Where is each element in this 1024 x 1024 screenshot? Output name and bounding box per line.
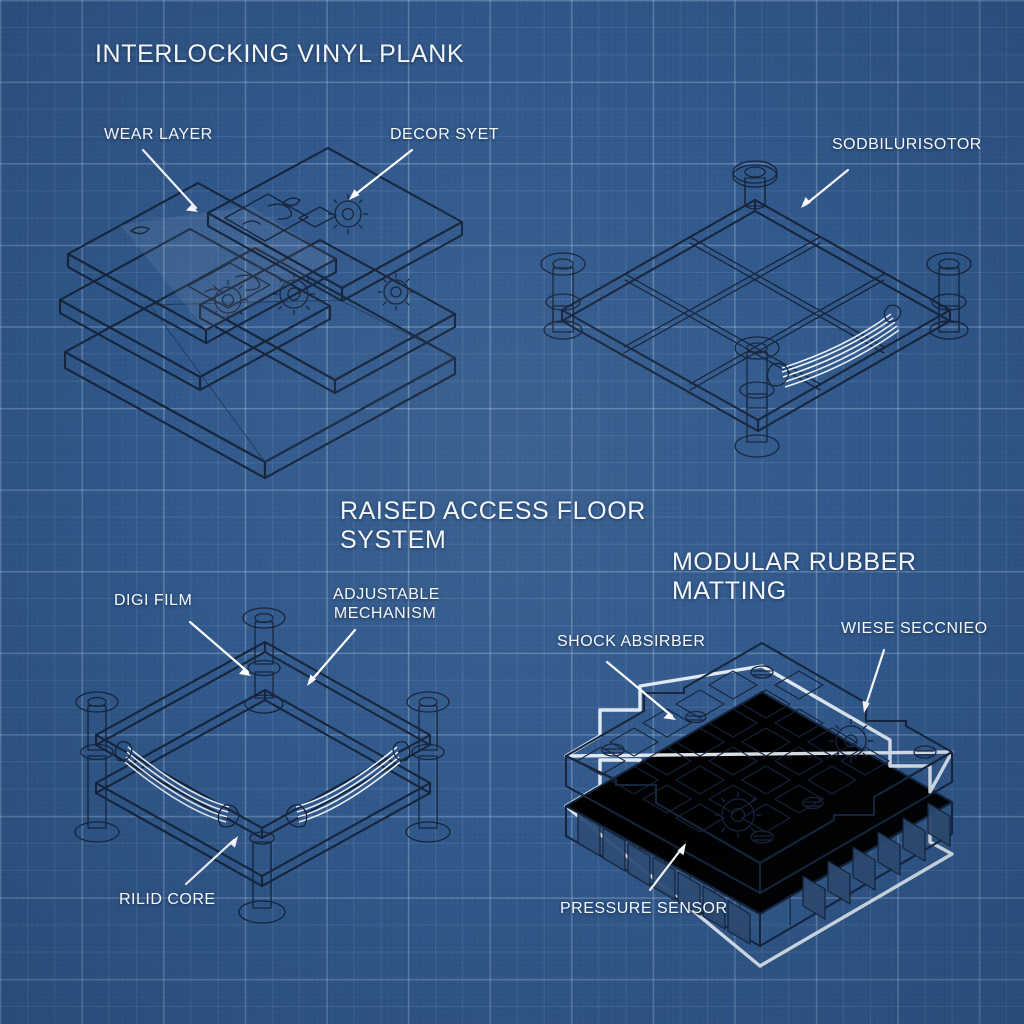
vinyl-backing-layer xyxy=(63,246,457,480)
label-digi-film: DIGI FILM xyxy=(114,592,193,609)
screw-icon xyxy=(750,830,774,844)
pedestal xyxy=(540,252,586,340)
gear-icon xyxy=(328,194,368,234)
rubber-mat-base-layer xyxy=(564,690,954,968)
rubber-mat-exploded-view xyxy=(564,641,954,968)
gear-icon xyxy=(208,280,248,320)
leader-arrow-pressure-sensor xyxy=(648,843,686,892)
label-pressure-sensor: PRESSURE SENSOR xyxy=(560,900,728,917)
raised-floor-grid-assembly-top xyxy=(540,160,972,458)
floor-frame-lower xyxy=(94,688,432,888)
cable-bundle xyxy=(114,741,411,828)
pedestal xyxy=(405,691,451,843)
label-adjustable-mechanism: ADJUSTABLE MECHANISM xyxy=(333,586,440,622)
panel-title-raised-access-floor-system: RAISED ACCESS FLOOR SYSTEM xyxy=(340,497,646,554)
pedestal xyxy=(74,691,120,843)
leader-arrow-adjustable-mechanism xyxy=(307,628,357,686)
gear-icon xyxy=(715,792,761,838)
label-shock-absorber: SHOCK ABSIRBER xyxy=(557,633,706,650)
pedestal xyxy=(242,607,286,714)
screw-icon xyxy=(913,745,937,759)
leader-arrow-decor-sheet xyxy=(349,148,414,200)
label-wear-layer: WEAR LAYER xyxy=(104,126,213,143)
vinyl-wear-layer xyxy=(66,146,464,345)
gear-icon xyxy=(273,273,315,315)
screw-icon xyxy=(601,743,625,757)
label-sound-isolator: SODBILURISOTOR xyxy=(832,136,982,153)
vinyl-plank-exploded-view xyxy=(58,146,464,480)
leader-arrow-wear-resistant xyxy=(862,648,886,713)
label-rigid-core: RILID CORE xyxy=(119,891,216,908)
leader-arrow-shock-absorber xyxy=(605,660,676,720)
gear-icon xyxy=(829,719,873,763)
screw-icon xyxy=(802,796,824,810)
screw-icon xyxy=(750,665,774,679)
leader-arrow-sound-isolator xyxy=(801,168,850,208)
leader-arrow-wear-layer xyxy=(141,148,198,212)
floor-grid-frame xyxy=(560,198,952,433)
leader-arrow-rigid-core xyxy=(184,836,238,886)
pedestal xyxy=(734,336,780,458)
pedestal xyxy=(732,160,778,210)
raised-access-floor-assembly xyxy=(74,607,451,924)
panel-title-modular-rubber-matting: MODULAR RUBBER MATTING xyxy=(672,548,917,605)
pedestal xyxy=(238,831,286,924)
panel-title-interlocking-vinyl-plank: INTERLOCKING VINYL PLANK xyxy=(95,40,465,68)
vinyl-decor-layer xyxy=(58,227,457,395)
rubber-mat-top-tile xyxy=(564,641,954,895)
floor-frame-upper xyxy=(94,640,432,840)
label-wear-resistant: WIESE SECCNIEO xyxy=(841,620,988,637)
screw-icon xyxy=(685,710,707,724)
gear-icon xyxy=(377,273,415,311)
pedestal xyxy=(926,252,972,340)
cable-bundle xyxy=(766,304,902,388)
label-decor-sheet: DECOR SYET xyxy=(390,126,500,143)
leader-arrow-digi-film xyxy=(188,620,251,676)
